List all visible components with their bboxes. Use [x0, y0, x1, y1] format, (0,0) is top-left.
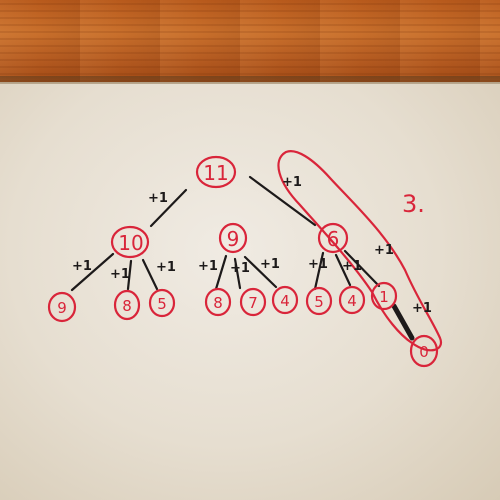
edge-root-left: [149, 188, 188, 228]
leaf-label: 5: [314, 293, 324, 311]
leaf-label: 9: [57, 299, 67, 317]
edge-6-4: [334, 253, 352, 287]
leaf-label: 1: [379, 288, 389, 306]
node-circle-l2: [113, 289, 141, 321]
node-label-bottom: 0: [419, 343, 429, 361]
node-circle-l1: [47, 291, 77, 323]
edge-label: +1: [342, 259, 362, 274]
edge-label: +1: [412, 301, 432, 316]
leaf-label: 8: [213, 294, 223, 312]
problem-number-annotation: 3.: [402, 190, 425, 218]
node-circle-r2: [338, 285, 366, 315]
edge-10-5: [141, 258, 159, 291]
edge-1-0: [391, 303, 415, 341]
edge-9-7: [233, 257, 242, 290]
edge-root-right: [248, 175, 317, 227]
leaf-label: 4: [347, 292, 357, 310]
edge-label: +1: [72, 259, 92, 274]
node-label-mid: 9: [227, 227, 240, 251]
edge-label: +1: [374, 243, 394, 258]
edge-10-8: [126, 259, 133, 291]
edge-label: +1: [230, 261, 250, 276]
node-circle-m2: [239, 287, 267, 317]
edge-9-4: [243, 255, 278, 289]
node-circle-left: [110, 225, 150, 259]
leaf-label: 7: [248, 294, 258, 312]
edge-6-1: [343, 249, 381, 288]
highlighted-path-outline: [277, 150, 443, 352]
node-circle-l3: [148, 288, 176, 318]
edge-label: +1: [308, 257, 328, 272]
leaf-label: 5: [157, 295, 167, 313]
node-circle-r3: [370, 281, 398, 311]
node-circle-mid: [218, 222, 248, 254]
leaf-label: 4: [280, 292, 290, 310]
edge-10-9: [70, 252, 115, 292]
edge-9-8: [214, 254, 228, 291]
edge-6-5: [313, 251, 325, 291]
edge-label: +1: [148, 191, 168, 206]
edge-label: +1: [282, 175, 302, 190]
node-circle-root: [195, 155, 237, 189]
node-label-root: 11: [203, 161, 228, 185]
node-circle-bottom: [409, 334, 439, 368]
edge-label: +1: [260, 257, 280, 272]
node-circle-m1: [204, 287, 232, 317]
node-circle-right: [317, 222, 349, 254]
edge-label: +1: [110, 267, 130, 282]
node-circle-m3: [271, 285, 299, 315]
edge-label: +1: [198, 259, 218, 274]
node-label-left: 10: [118, 231, 143, 255]
node-circle-r1: [305, 286, 333, 316]
node-label-right: 6: [327, 227, 340, 251]
leaf-label: 8: [122, 297, 132, 315]
wooden-table-surface: [0, 0, 500, 82]
edge-label: +1: [156, 260, 176, 275]
